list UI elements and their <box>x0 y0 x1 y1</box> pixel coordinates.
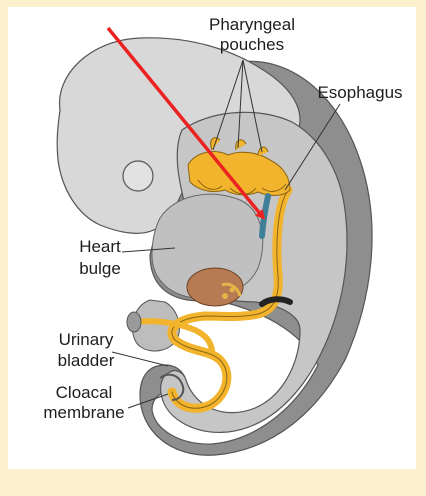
label-heart-line1: Heart <box>79 237 121 256</box>
liver-bud <box>221 282 242 297</box>
leader-lines <box>111 59 341 409</box>
pouch-3 <box>257 146 269 157</box>
otic-vesicle <box>122 160 154 192</box>
urinary-leader <box>111 351 169 367</box>
allantois-tube <box>132 318 215 353</box>
red-arrow <box>106 26 266 220</box>
pharyngeal-leader-2 <box>237 59 244 149</box>
allantois-opening <box>126 311 142 333</box>
dorsal-pancreas <box>259 296 293 307</box>
gut-tube-outline <box>171 189 289 409</box>
label-esophagus: Esophagus <box>317 83 402 102</box>
label-cloacal-line1: Cloacal <box>56 383 113 402</box>
liver-bud-dot-1 <box>222 293 228 299</box>
heart-leader <box>121 247 176 253</box>
label-urinary-line2: bladder <box>58 351 115 370</box>
pharyngeal-leader-3 <box>242 59 263 153</box>
label-pharyngeal-line1: Pharyngeal <box>209 15 295 34</box>
pharynx-floor <box>187 151 291 196</box>
label-pharyngeal-line2: pouches <box>220 35 284 54</box>
label-urinary-line1: Urinary <box>59 330 114 349</box>
label-cloacal-line2: membrane <box>43 403 124 422</box>
pharyngeal-leader-1 <box>212 59 244 151</box>
liver <box>186 267 244 307</box>
cloacal-membrane <box>159 373 185 401</box>
liver-bud-dot-2 <box>229 287 235 293</box>
label-heart-line2: bulge <box>79 259 121 278</box>
esophagus-leader <box>284 103 341 191</box>
cloacal-leader <box>127 393 169 409</box>
